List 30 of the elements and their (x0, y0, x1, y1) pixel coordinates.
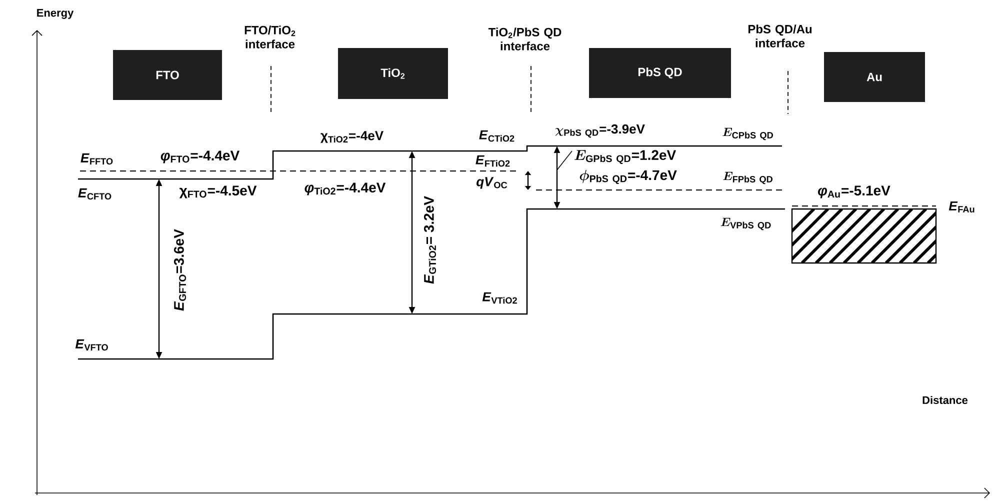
energy-value: $\phi_{\mathrm{PbS\ QD}}\mbox{=-4.7eV}$ (580, 170, 677, 184)
energy-value: χ$_{FTO}$=-4.5eV (179, 186, 257, 198)
energy-value: φ$_{Au}$=-5.1eV (818, 186, 890, 198)
level-label: qV$_{OC}$ (476, 177, 508, 189)
interface-label: TiO$_{2}$/PbS QD interface (488, 28, 562, 50)
level-label: E$_{FFTO}$ (80, 153, 113, 165)
level-label: E$_{VFTO}$ (75, 339, 108, 351)
level-label: E$_{FAu}$ (948, 201, 974, 212)
axis-label: Distance (922, 396, 968, 404)
energy-value: φ$_{TiO2}$=-4.4eV (304, 182, 386, 196)
energy-value: E$_{GFTO}$=3.6eV (174, 229, 186, 311)
interface-label: FTO/TiO$_{2}$ interface (244, 26, 296, 48)
level-label: E$_{CTiO2}$ (479, 130, 514, 142)
material-box: FTO (113, 50, 222, 100)
level-label: E$_{VTiO2}$ (482, 292, 517, 304)
material-box: Au (824, 52, 925, 102)
interface-label: PbS QD/Au interface (748, 24, 812, 48)
energy-value: φ$_{FTO}$=-4.4eV (160, 150, 240, 164)
energy-value: χ$_{TiO2}$=-4eV (320, 131, 384, 143)
energy-value: E$_{GTiO2}$= 3.2eV (424, 196, 436, 284)
level-label: $E_{\mathrm{CPbS\ QD}}$ (722, 128, 773, 140)
material-box: TiO$_{2}$ (338, 48, 448, 99)
level-label: $E_{\mathrm{FPbS\ QD}}$ (723, 172, 772, 184)
material-box: PbS QD (589, 48, 731, 98)
level-label: $E_{\mathrm{VPbS\ QD}}$ (720, 218, 771, 230)
energy-value: $\chi_{\mathrm{PbS\ QD}}\mbox{=-3.9eV}$ (555, 124, 645, 138)
axis-label: Energy (37, 9, 74, 19)
level-label: E$_{FTiO2}$ (476, 155, 510, 167)
level-label: E$_{CFTO}$ (78, 188, 112, 200)
energy-value: $E_{\mathrm{GPbS\ QD}}\mbox{=1.2eV}$ (574, 150, 676, 164)
